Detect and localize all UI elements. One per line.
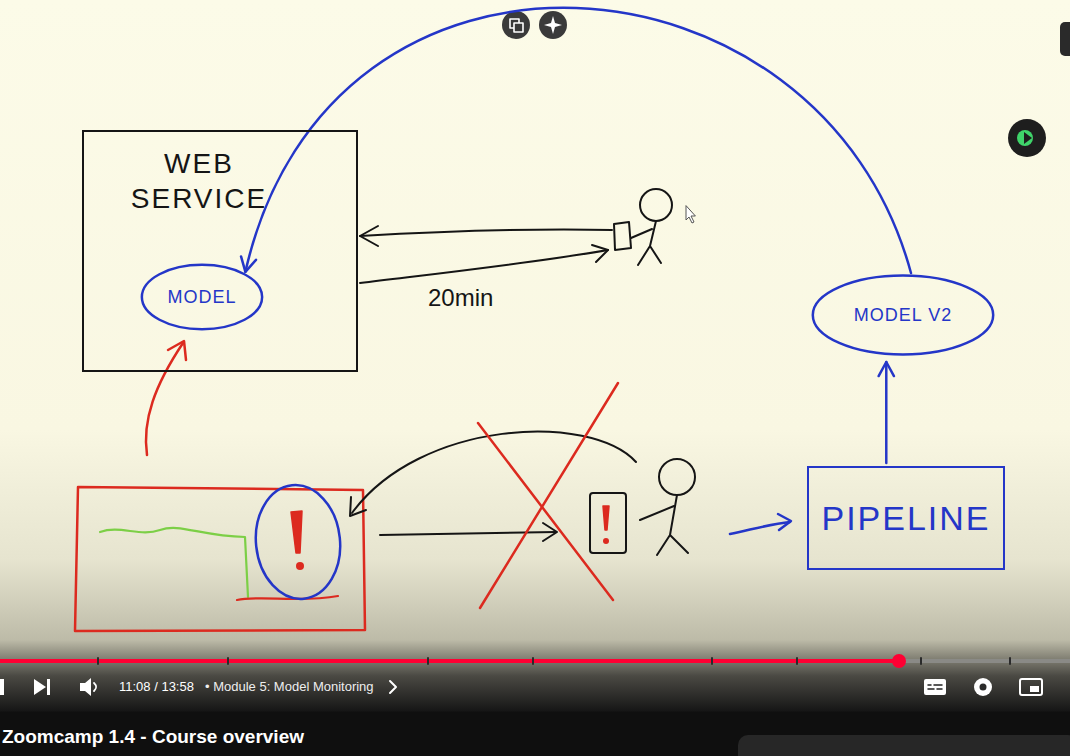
text-holder: WEB SERVICE [124,146,274,216]
arrow-head [350,497,366,516]
overlay-glyph [514,23,523,32]
arrow-head [592,245,608,262]
captions-icon [928,685,942,689]
connector-arrow [885,362,888,463]
alert-mark [291,511,302,553]
pipeline-box: PIPELINE [807,466,1004,570]
model-ellipse: MODEL [140,262,264,332]
arrow-head [778,514,791,530]
captions-icon [924,679,946,695]
cross-out [478,383,618,608]
miniplayer-icon [1020,679,1042,695]
phone [614,222,631,250]
node-label: PIPELINE [821,497,990,540]
chapter-gap [98,658,1010,664]
side-panel [738,735,1070,756]
settings-icon [980,684,987,691]
model-v2-ellipse: MODEL V2 [810,272,996,358]
person-head [640,189,672,221]
progress-thumb [892,654,906,668]
person-head [659,459,695,495]
overlay-glyph [1024,132,1032,144]
ellipse-outline [813,275,993,354]
ellipse-outline [142,265,262,329]
duration-label: 20min [428,284,493,313]
miniplayer-icon [1030,686,1039,692]
arrow-head [879,362,894,376]
time-label: 11:08 / 13:58 [119,679,194,695]
progress-played [0,659,899,663]
text-holder: MODEL [140,262,264,332]
text-holder: PIPELINE [809,468,1002,568]
alert-dot [296,562,304,570]
arrow-head [360,226,378,246]
connector-arrow [245,8,911,273]
progress-track [0,659,1070,663]
next-icon [34,679,46,695]
overlay-icon [502,11,530,39]
response-arrow [360,250,608,283]
chevron-icon [390,681,396,693]
person-body [640,495,688,555]
person-body [631,221,661,265]
node-label: MODEL V2 [854,304,952,327]
arrow-head [241,256,256,271]
alert-arrow [380,532,556,535]
node-label: WEB SERVICE [124,146,274,216]
overlay-icon [1060,22,1070,56]
chapter-label: • Module 5: Model Monitoring [205,679,374,695]
alert-mark [603,506,609,530]
node-label: MODEL [167,286,236,309]
video-title: Zoomcamp 1.4 - Course overview [2,726,304,749]
volume-icon [94,683,96,691]
arrow-head [168,341,186,360]
volume-icon [80,678,91,696]
overlay-glyph [1017,130,1033,146]
sparkle-glyph [544,16,562,34]
play-icon [0,679,4,695]
web-service-box: WEB SERVICE MODEL [82,130,358,372]
monitoring-arrow [146,343,183,455]
overlay-icon [539,11,567,39]
settings-icon [974,678,992,696]
overlay-icon [1008,119,1046,157]
phone [590,493,626,553]
next-icon [47,679,50,695]
text-holder: MODEL V2 [810,272,996,358]
dashboard-frame [75,487,365,631]
alert-dot [603,538,609,544]
request-arrow [360,229,612,236]
alert-circle [250,481,345,603]
metric-line [100,528,248,597]
mouse-cursor [686,206,695,223]
